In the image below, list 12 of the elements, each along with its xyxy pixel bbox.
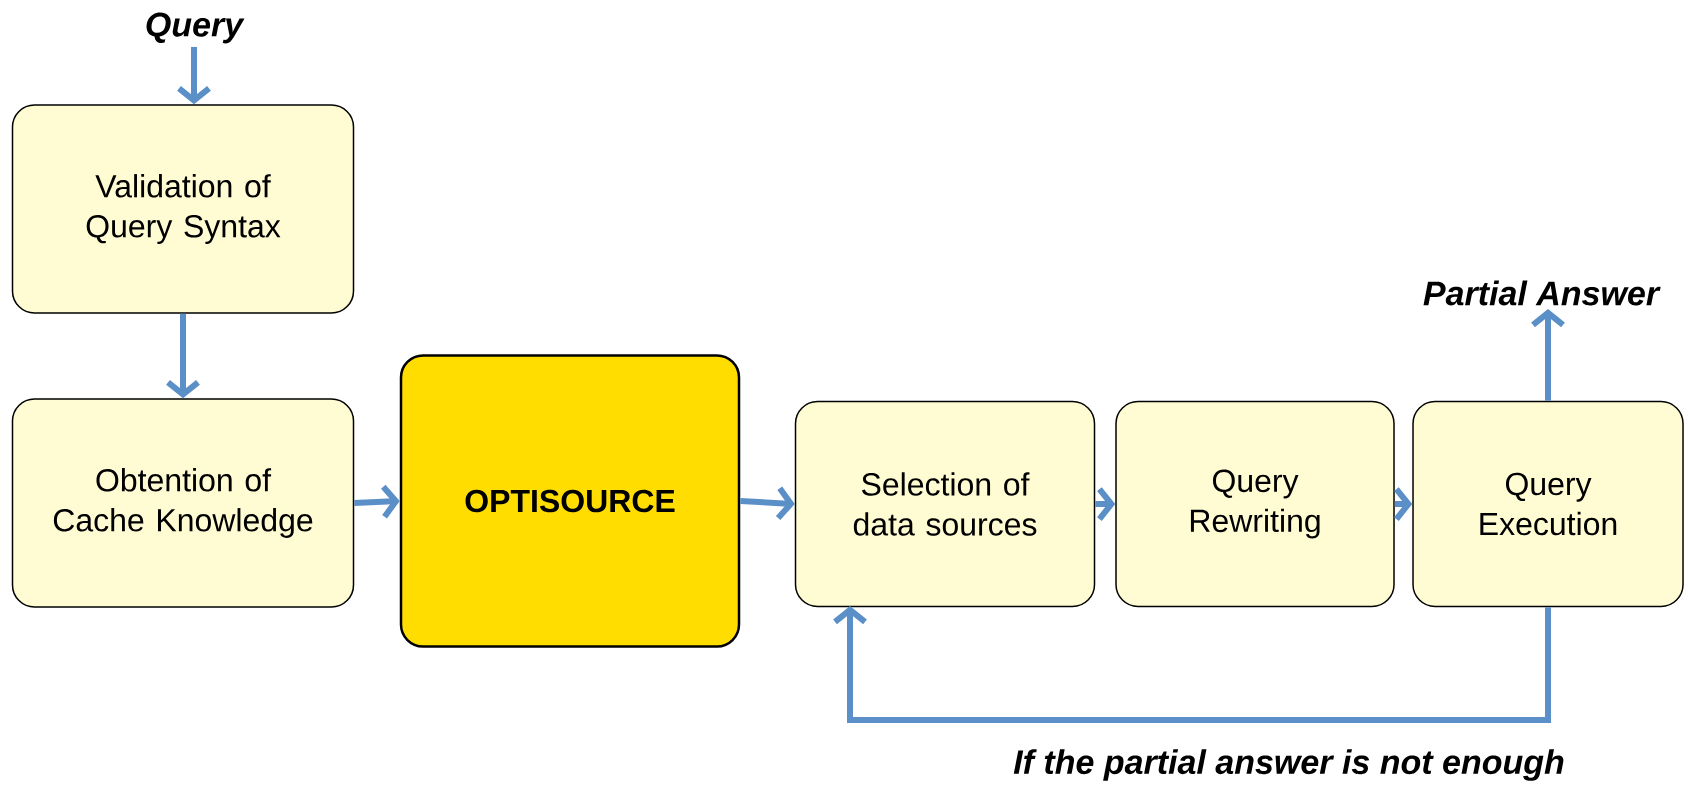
highlighted-process-box: OPTISOURCE [399,354,741,648]
arrow [833,606,1551,723]
process-box: Query Rewriting [1115,400,1395,608]
arrow [166,313,200,399]
process-box: Validation of Query Syntax [11,104,355,314]
arrow [1531,309,1565,401]
flow-label: Query [146,12,245,44]
process-box: Query Execution [1412,400,1684,608]
edge-label: If the partial answer is not enough [1011,747,1567,783]
process-box: Obtention of Cache Knowledge [11,398,355,608]
process-box: Selection of data sources [794,400,1096,608]
flow-label: Partial Answer [1423,280,1661,306]
